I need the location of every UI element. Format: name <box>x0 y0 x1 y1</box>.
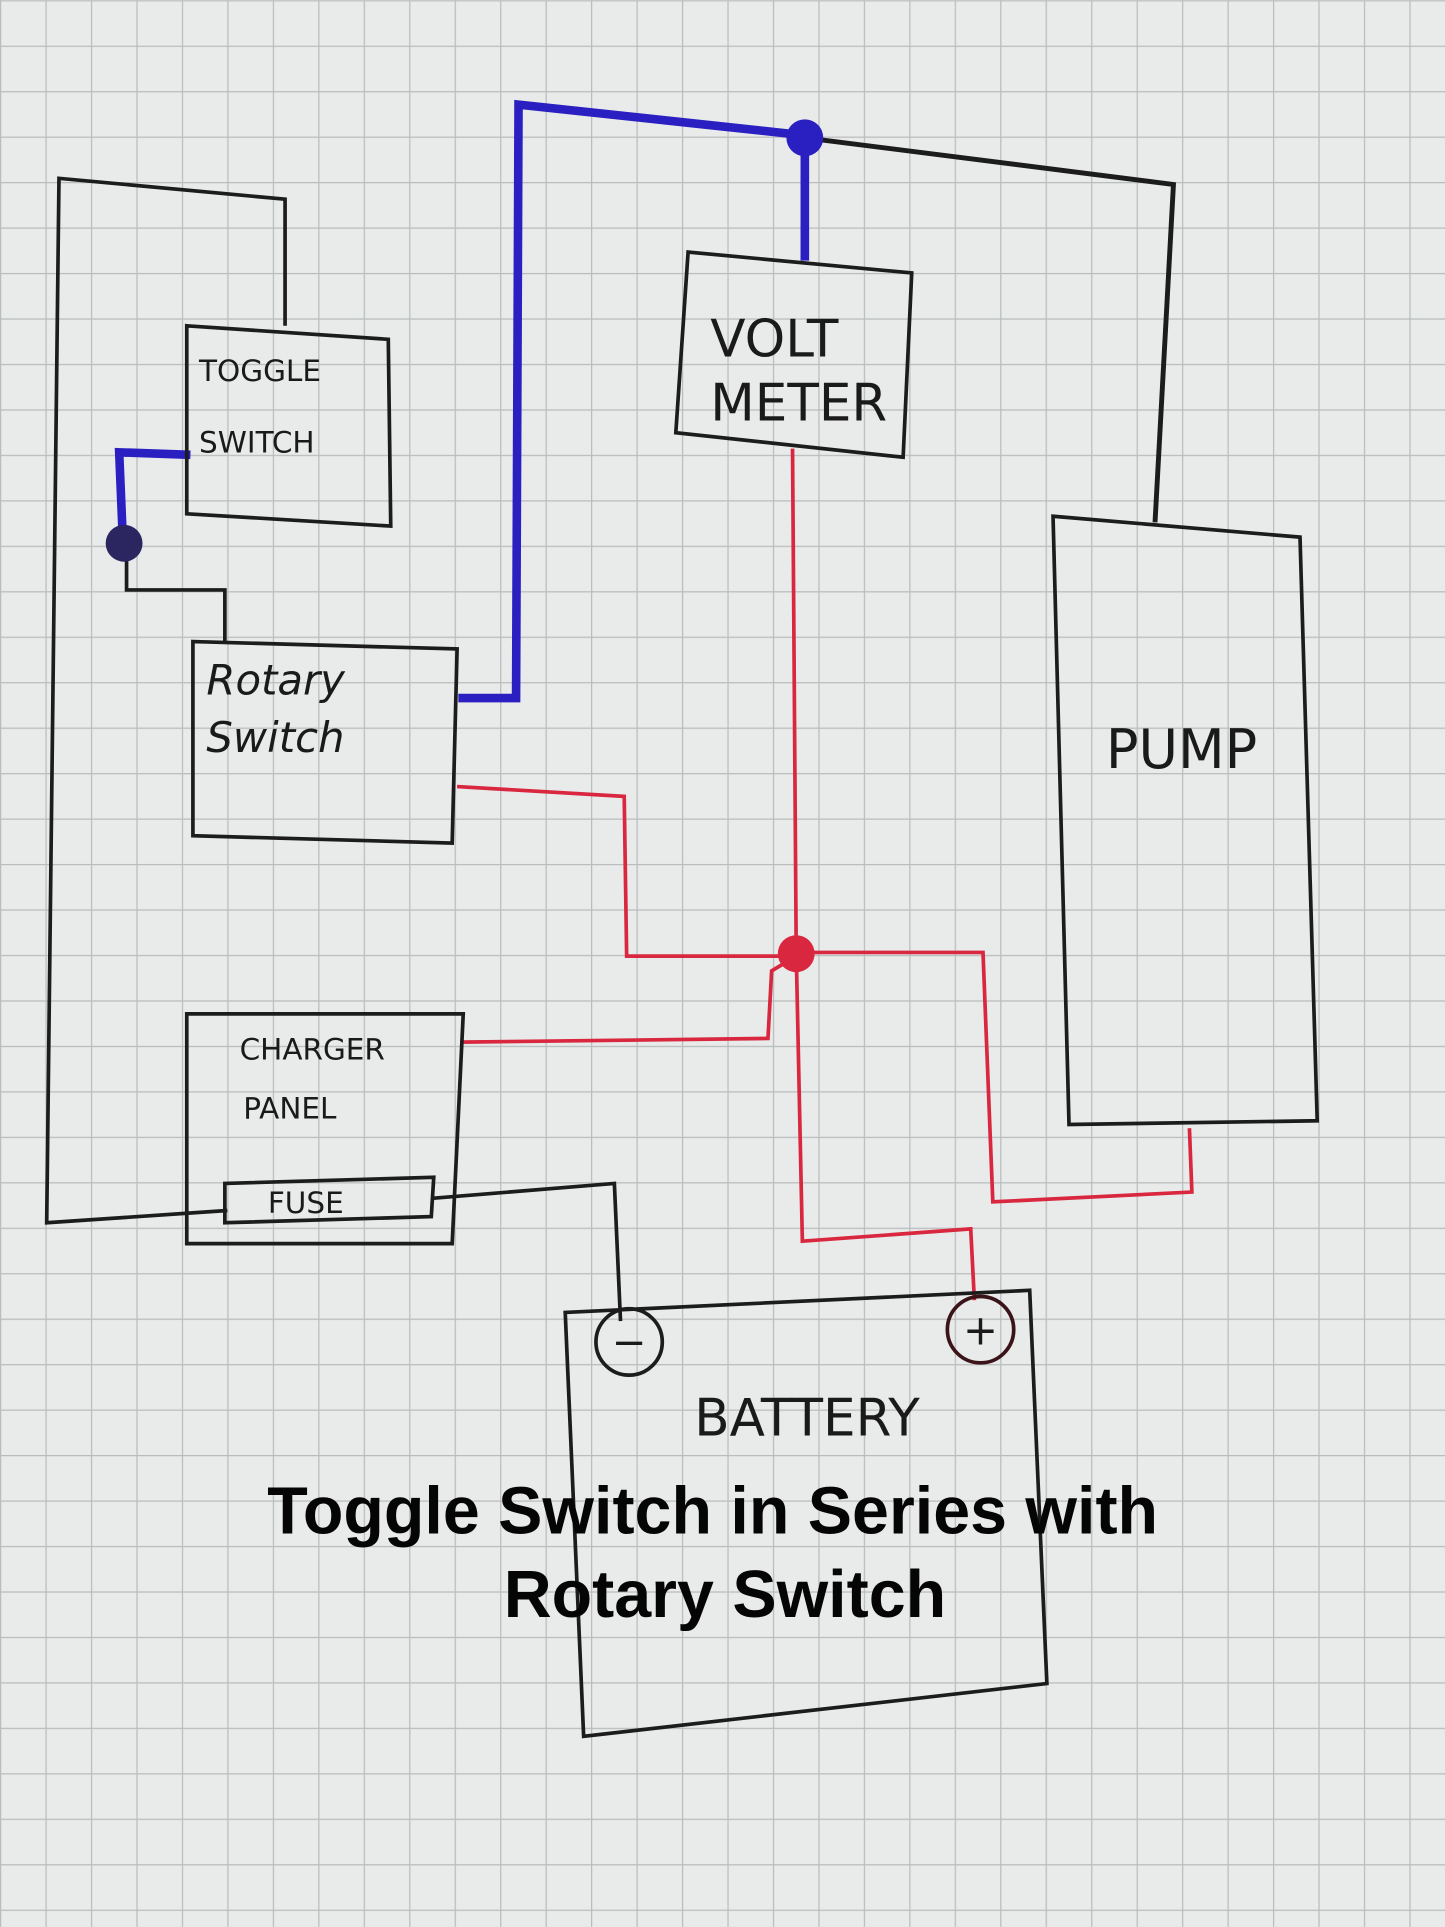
switched-wires <box>114 99 810 703</box>
volt-meter: VOLT METER <box>673 250 914 460</box>
toggle-switch: TOGGLE SWITCH <box>184 323 393 529</box>
caption-line-2: Rotary Switch <box>504 1558 946 1632</box>
charger-panel: CHARGER PANEL <box>184 1012 466 1246</box>
rotary-switch: Rotary Switch <box>191 639 459 845</box>
toggle-switch-label: TOGGLE <box>198 354 321 388</box>
ground-wires <box>44 135 1177 1322</box>
negative-terminal-icon <box>594 1306 665 1377</box>
battery-label: BATTERY <box>694 1388 920 1448</box>
pump-label: PUMP <box>1106 718 1257 781</box>
blue-junction-dot <box>786 119 824 157</box>
charger-panel-label: CHARGER <box>240 1032 385 1066</box>
toggle-junction-dot <box>105 524 143 562</box>
positive-terminal-icon <box>945 1294 1016 1365</box>
caption-line-1: Toggle Switch in Series with <box>267 1475 1158 1549</box>
toggle-switch-label-2: SWITCH <box>199 425 315 459</box>
battery: BATTERY − + <box>563 1288 1049 1739</box>
pump: PUMP <box>1051 514 1320 1127</box>
fuse-label: FUSE <box>268 1186 344 1220</box>
red-junction-dot <box>777 935 815 973</box>
charger-panel-label-2: PANEL <box>243 1091 337 1125</box>
rotary-switch-label-2: Switch <box>206 713 344 762</box>
volt-meter-label-2: METER <box>710 373 887 433</box>
positive-terminal-label: + <box>963 1305 998 1354</box>
volt-meter-label: VOLT <box>710 310 839 370</box>
negative-terminal-label: − <box>612 1318 647 1367</box>
fuse: FUSE <box>223 1175 436 1225</box>
rotary-switch-label: Rotary <box>206 655 346 704</box>
